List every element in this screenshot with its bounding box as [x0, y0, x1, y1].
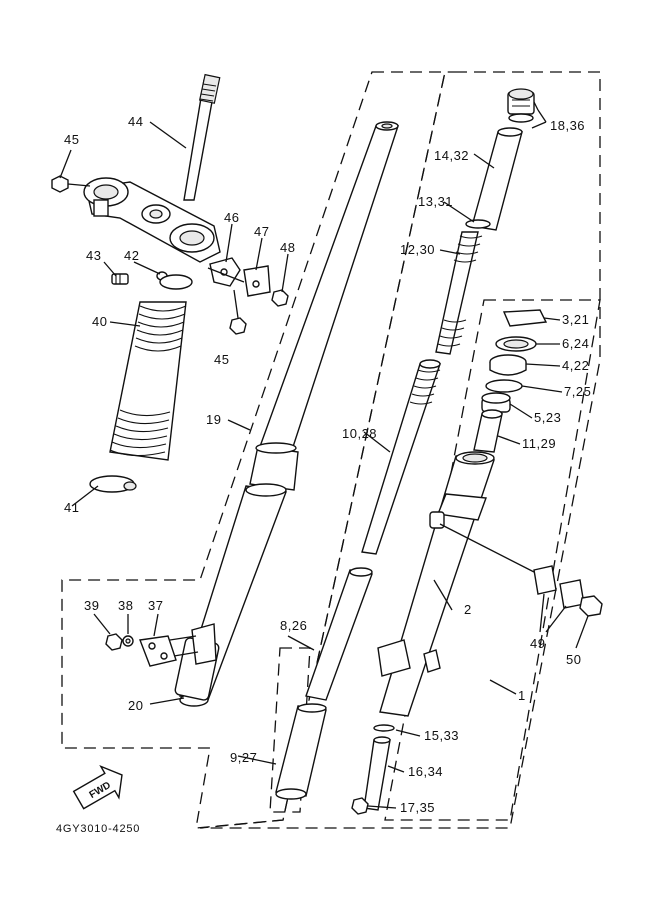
label-46: 46 [224, 210, 239, 225]
gasket-15 [373, 724, 395, 732]
clamp-47 [243, 265, 271, 297]
bolt-48 [271, 289, 289, 307]
axle-holder-20 [174, 623, 220, 701]
label-8-26: 8,26 [280, 618, 307, 633]
holder-49 [533, 565, 585, 609]
label-13-31: 13,31 [418, 194, 453, 209]
label-40: 40 [92, 314, 107, 329]
washer-38 [122, 635, 134, 647]
label-14-32: 14,32 [434, 148, 469, 163]
drain-bolt-17 [351, 797, 369, 815]
label-20: 20 [128, 698, 143, 713]
under-bracket [83, 177, 221, 263]
label-49: 49 [530, 636, 545, 651]
label-1: 1 [518, 688, 526, 703]
label-15-33: 15,33 [424, 728, 459, 743]
washer-42 [156, 271, 193, 290]
piston-metal-11 [473, 409, 503, 453]
label-2: 2 [464, 602, 472, 617]
group-outline-outer-tube [384, 299, 601, 821]
label-48: 48 [280, 240, 295, 255]
label-16-34: 16,34 [408, 764, 443, 779]
spacer-14 [471, 127, 523, 231]
leader-lines [59, 101, 589, 809]
label-17-35: 17,35 [400, 800, 435, 815]
label-18-36: 18,36 [550, 118, 585, 133]
washer-13 [465, 219, 491, 229]
label-44: 44 [128, 114, 143, 129]
label-9-27: 9,27 [230, 750, 257, 765]
label-39: 39 [84, 598, 99, 613]
label-43: 43 [86, 248, 101, 263]
label-37: 37 [148, 598, 163, 613]
steering-stem [183, 73, 221, 201]
label-45-top: 45 [64, 132, 79, 147]
label-45-lower: 45 [214, 352, 229, 367]
cap-bolt-18 [507, 88, 535, 123]
label-6-24: 6,24 [562, 336, 589, 351]
label-7-25: 7,25 [564, 384, 591, 399]
bolt-50 [579, 595, 603, 617]
part-labels: 44 45 46 47 48 43 42 40 45 19 41 39 38 3… [64, 114, 591, 815]
group-outline-1 [199, 71, 601, 829]
sleeve-9 [275, 703, 327, 800]
nut-39 [105, 633, 123, 651]
label-3-21: 3,21 [562, 312, 589, 327]
label-41: 41 [64, 500, 79, 515]
oil-lock-piece-8 [305, 567, 373, 701]
dust-seal-3 [502, 309, 548, 327]
fwd-arrow-badge: FWD [72, 764, 123, 810]
oil-seal-4 [489, 354, 527, 376]
fork-spring-12 [435, 231, 483, 355]
bolt-45-top [51, 175, 91, 193]
damper-rod-bolt-16 [363, 736, 391, 811]
bushing-5 [481, 392, 511, 413]
damper-rod-10 [361, 359, 441, 555]
label-38: 38 [118, 598, 133, 613]
axle-holder-cap-37 [139, 635, 199, 667]
label-47: 47 [254, 224, 269, 239]
bolt-43 [111, 273, 129, 285]
label-12-30: 12,30 [400, 242, 435, 257]
label-50: 50 [566, 652, 581, 667]
label-5-23: 5,23 [534, 410, 561, 425]
fork-boot-40 [109, 301, 187, 461]
label-19: 19 [206, 412, 221, 427]
bolt-45-lower [229, 289, 247, 335]
label-42: 42 [124, 248, 139, 263]
group-outline-8-9 [269, 647, 311, 813]
washer-7 [485, 379, 523, 393]
band-41 [89, 475, 137, 493]
label-10-28: 10,28 [342, 426, 377, 441]
diagram-code: 4GY3010-4250 [56, 823, 140, 835]
label-11-29: 11,29 [522, 436, 556, 451]
retaining-clip-6 [495, 336, 537, 352]
label-4-22: 4,22 [562, 358, 589, 373]
brake-hose-holder-46 [209, 257, 241, 287]
